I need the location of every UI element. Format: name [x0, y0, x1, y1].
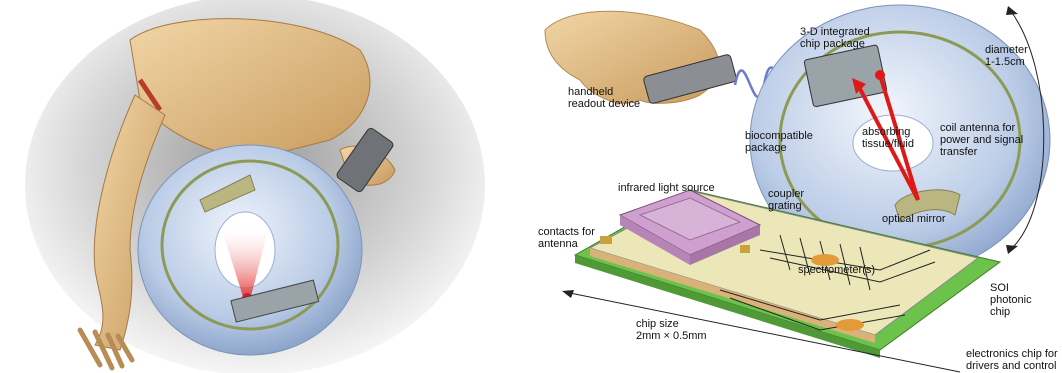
label-optical-mirror: optical mirror — [882, 213, 946, 225]
antenna-contact — [600, 236, 612, 244]
coupler-grating — [740, 245, 750, 253]
label-biocompatible-package: biocompatible package — [745, 130, 813, 154]
label-diameter: diameter 1-1.5cm — [985, 44, 1028, 68]
label-electronics-chip: electronics chip for drivers and control — [966, 348, 1058, 372]
label-spectrometers: spectrometer(s) — [798, 264, 875, 276]
label-absorbing-tissue: absorbing tissue/fluid — [862, 126, 914, 150]
label-handheld-device: handheld readout device — [568, 86, 640, 110]
label-contacts-antenna: contacts for antenna — [538, 226, 595, 250]
spectrometer-grating-2 — [836, 319, 864, 331]
label-chip-size: chip size 2mm × 0.5mm — [636, 318, 707, 342]
label-integrated-package: 3-D integrated chip package — [800, 26, 870, 50]
left-illustration — [25, 0, 485, 373]
torus-implant-icon — [138, 145, 362, 355]
label-soi-chip: SOI photonic chip — [990, 282, 1032, 318]
label-coil-antenna: coil antenna for power and signal transf… — [940, 122, 1023, 158]
label-coupler-grating: coupler grating — [768, 188, 804, 212]
label-infrared-source: infrared light source — [618, 182, 715, 194]
light-source-spot — [875, 70, 885, 80]
